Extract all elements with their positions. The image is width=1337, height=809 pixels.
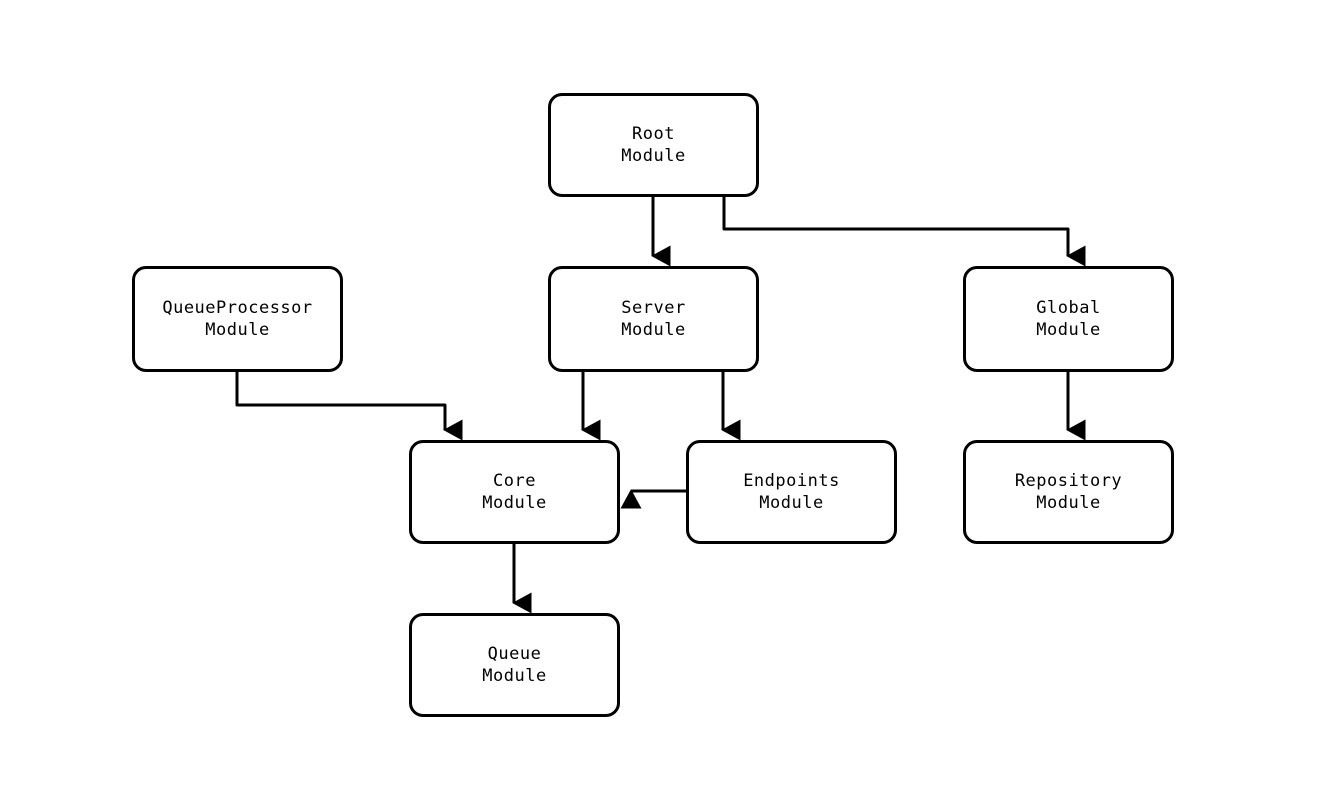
edge-queueprocessor-to-core <box>235 372 463 441</box>
node-core[interactable]: Core Module <box>409 440 620 544</box>
node-repository-label: Repository Module <box>1014 471 1123 513</box>
node-root-label: Root Module <box>621 124 686 166</box>
node-global-label: Global Module <box>1036 298 1101 340</box>
node-queueprocessor-label: QueueProcessor Module <box>162 298 313 340</box>
node-root[interactable]: Root Module <box>548 93 759 197</box>
edge-root-to-global <box>722 197 1086 267</box>
node-endpoints-label: Endpoints Module <box>743 471 840 513</box>
node-queueprocessor[interactable]: QueueProcessor Module <box>132 266 343 372</box>
node-endpoints[interactable]: Endpoints Module <box>686 440 897 544</box>
node-queue[interactable]: Queue Module <box>409 613 620 717</box>
node-repository[interactable]: Repository Module <box>963 440 1174 544</box>
node-server[interactable]: Server Module <box>548 266 759 372</box>
node-server-label: Server Module <box>621 298 686 340</box>
node-core-label: Core Module <box>482 471 547 513</box>
node-global[interactable]: Global Module <box>963 266 1174 372</box>
node-queue-label: Queue Module <box>482 644 547 686</box>
